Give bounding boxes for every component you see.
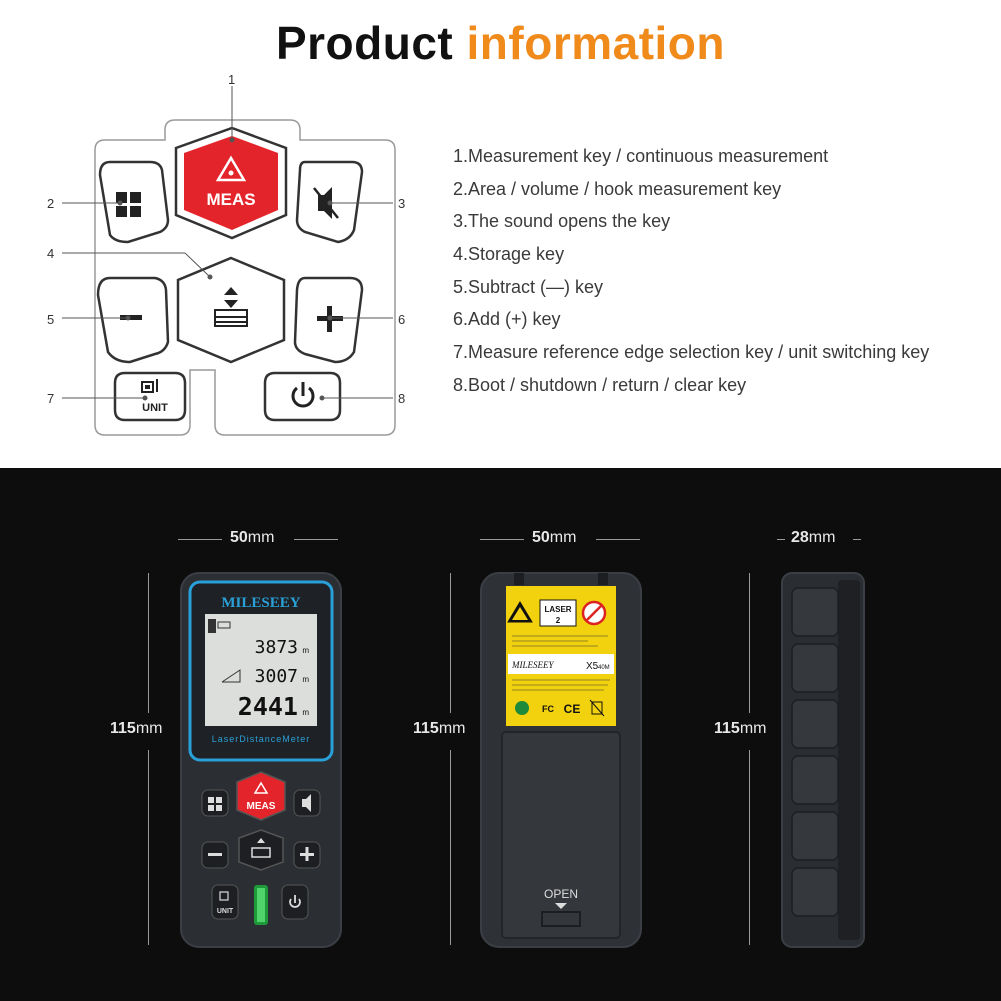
- back-width-line-right: [596, 539, 640, 540]
- callout-1: 1: [228, 72, 236, 87]
- power-icon: [291, 382, 315, 408]
- callout-2: 2: [47, 196, 55, 211]
- svg-text:MEAS: MEAS: [247, 801, 276, 812]
- title-part-1: Product: [275, 17, 454, 69]
- front-height-line-bottom: [148, 750, 149, 945]
- description-item: 5.Subtract (—) key: [453, 276, 604, 297]
- unit-label: UNIT: [142, 402, 168, 414]
- svg-text:CE: CE: [564, 702, 581, 716]
- callout-8: 8: [398, 391, 406, 406]
- front-meas-key[interactable]: [236, 771, 286, 821]
- title-part-2: information: [466, 17, 726, 69]
- front-subtitle: LaserDistanceMeter: [212, 734, 311, 744]
- svg-text:m: m: [302, 708, 309, 717]
- front-area-key[interactable]: [201, 789, 229, 817]
- keypad-diagram: MEAS: [0, 70, 440, 460]
- front-width-line-left: [178, 539, 222, 540]
- storage-key[interactable]: [176, 256, 286, 364]
- svg-text:UNIT: UNIT: [217, 908, 234, 915]
- description-item: 7.Measure reference edge selection key /…: [453, 342, 930, 363]
- back-height-line-bottom: [450, 750, 451, 945]
- callout-3: 3: [398, 196, 406, 211]
- side-width-label: 28mm: [791, 529, 836, 546]
- meas-key[interactable]: MEAS: [174, 126, 288, 240]
- laser-warning-icon: [215, 155, 247, 182]
- side-height-label: 115mm: [714, 720, 767, 737]
- description-item: 1.Measurement key / continuous measureme…: [453, 146, 829, 166]
- back-brand: MILESEEY: [511, 660, 554, 670]
- lcd-reading-1: 3873: [255, 637, 298, 658]
- front-unit-key[interactable]: [211, 884, 239, 920]
- device-back: LASER 2 MILESEEY X5 40M FC CE OPEN: [480, 572, 642, 948]
- speaker-mute-icon: [313, 187, 339, 219]
- open-label: OPEN: [544, 887, 578, 901]
- back-height-label: 115mm: [413, 720, 466, 737]
- device-side: [781, 572, 865, 948]
- keypad-drawing: MEAS: [62, 86, 396, 436]
- description-item: 6.Add (+) key: [453, 309, 561, 330]
- page-title: Product information: [0, 16, 1001, 70]
- grid-icon: [116, 192, 141, 217]
- svg-text:40M: 40M: [598, 665, 610, 671]
- lcd-reading-2: 3007: [255, 666, 298, 687]
- description-item: 4.Storage key: [453, 244, 565, 265]
- front-width-label: 50mm: [230, 529, 275, 546]
- front-height-label: 115mm: [110, 720, 163, 737]
- callout-4: 4: [47, 246, 55, 261]
- power-key[interactable]: [263, 371, 342, 422]
- back-height-line-top: [450, 573, 451, 713]
- back-width-label: 50mm: [532, 529, 577, 546]
- description-item: 3.The sound opens the key: [453, 211, 671, 232]
- storage-icon: [214, 287, 248, 327]
- lcd-icon: [208, 619, 216, 633]
- unit-key[interactable]: UNIT: [113, 371, 187, 422]
- back-width-line-left: [480, 539, 524, 540]
- callout-5: 5: [47, 312, 55, 327]
- lcd-reading-3: 2441: [238, 692, 298, 721]
- unit-icon: [141, 379, 158, 393]
- meas-label: MEAS: [206, 190, 255, 209]
- svg-text:2: 2: [556, 616, 561, 625]
- back-model: X5: [586, 661, 599, 672]
- description-item: 2.Area / volume / hook measurement key: [453, 178, 782, 199]
- side-height-line-bottom: [749, 750, 750, 945]
- minus-icon: [120, 315, 142, 320]
- front-height-line-top: [148, 573, 149, 713]
- front-width-line-right: [294, 539, 338, 540]
- device-front: MILESEEY 3873 m 3007 m 2441 m LaserDista…: [180, 572, 342, 948]
- svg-text:LASER: LASER: [544, 605, 571, 614]
- subtract-key[interactable]: [96, 276, 170, 364]
- svg-text:m: m: [302, 646, 309, 655]
- callout-6: 6: [398, 312, 406, 327]
- key-description-list: 1.Measurement key / continuous measureme…: [453, 144, 993, 406]
- keypad-outline: [94, 119, 396, 436]
- front-storage-key[interactable]: [238, 829, 284, 871]
- svg-text:m: m: [302, 675, 309, 684]
- area-key[interactable]: [98, 160, 170, 244]
- side-width-line-right: [853, 539, 861, 540]
- side-height-line-top: [749, 573, 750, 713]
- battery-cover[interactable]: [501, 731, 621, 939]
- lcd-angle-icon: [221, 669, 241, 683]
- callout-7: 7: [47, 391, 55, 406]
- callout-lines: [62, 86, 393, 401]
- side-width-line-left: [777, 539, 785, 540]
- front-brand: MILESEEY: [221, 595, 300, 611]
- description-item: 8.Boot / shutdown / return / clear key: [453, 374, 747, 395]
- svg-text:FC: FC: [542, 704, 554, 714]
